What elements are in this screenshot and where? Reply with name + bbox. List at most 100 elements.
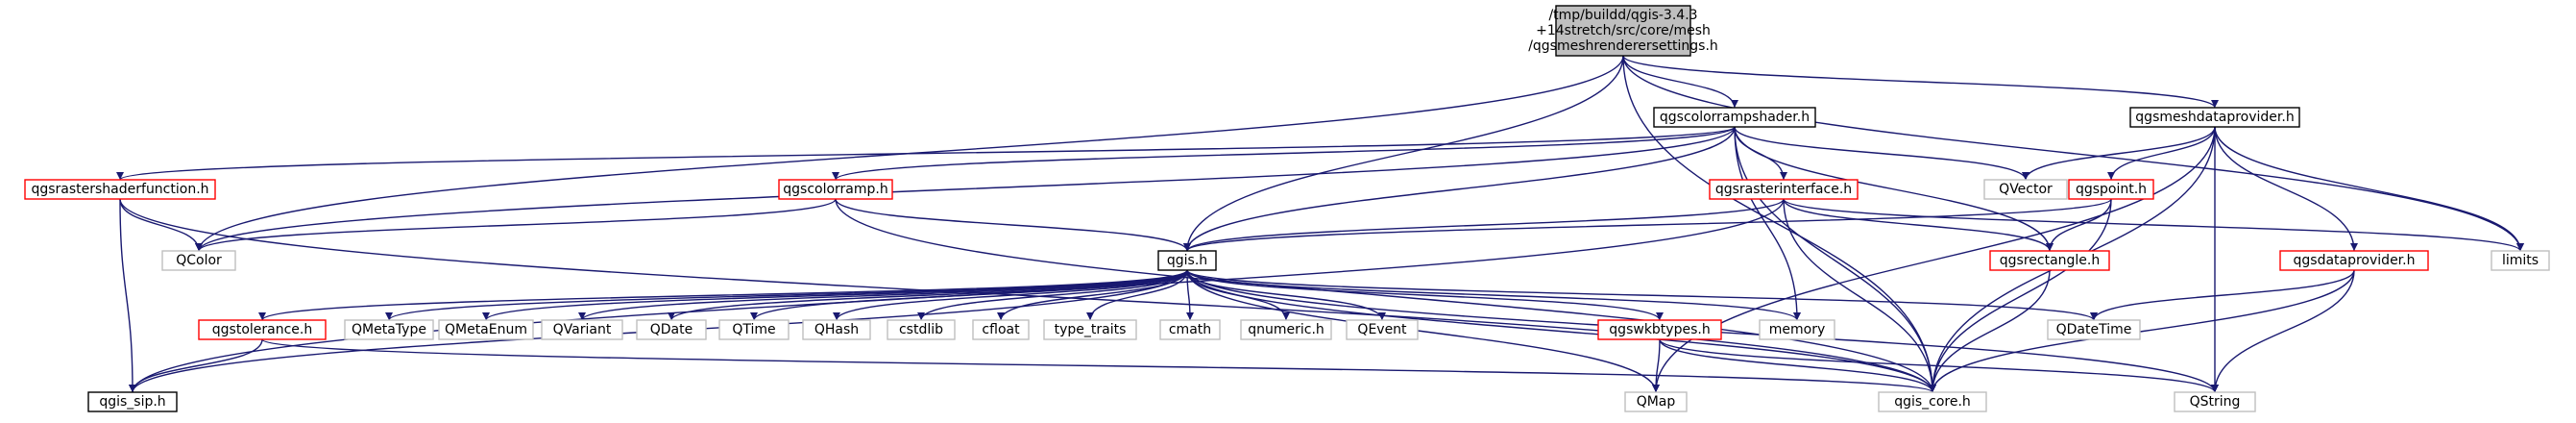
edge-qgsrastershaderfunction-to-qgis_sip	[119, 198, 136, 393]
node-qhash: QHash	[802, 319, 871, 340]
edge-qgsmeshdataprovider-to-qgspoint	[2107, 126, 2216, 181]
node-label-cmath: cmath	[1169, 322, 1211, 337]
node-qgscolorrampshader[interactable]: qgscolorrampshader.h	[1653, 107, 1816, 128]
node-type_traits: type_traits	[1043, 319, 1137, 340]
node-qgis_sip[interactable]: qgis_sip.h	[87, 391, 178, 412]
node-box-qgspoint	[2068, 179, 2154, 200]
edge-qgis-to-qmetatype	[385, 269, 1188, 321]
node-box-qdatetime	[2047, 319, 2141, 340]
node-box-qvariant	[541, 319, 623, 340]
node-label-type_traits: type_traits	[1055, 322, 1127, 337]
edge-root-to-limits	[1622, 55, 2524, 252]
node-label-qgis_sip: qgis_sip.h	[99, 394, 165, 410]
node-qvariant: QVariant	[541, 319, 623, 340]
node-root[interactable]: /tmp/buildd/qgis-3.4.3+14stretch/src/cor…	[1528, 5, 1718, 57]
edge-qgsrastershaderfunction-to-qcolor	[119, 198, 203, 252]
node-memory: memory	[1759, 319, 1835, 340]
node-qgsdataprovider[interactable]: qgsdataprovider.h	[2279, 250, 2429, 271]
edge-qgscolorrampshader-to-qvector	[1734, 126, 2029, 181]
edge-qgsrastershaderfunction-to-qgis_core	[119, 198, 1936, 393]
node-box-cmath	[1159, 319, 1221, 340]
node-qstring: QString	[2174, 391, 2256, 412]
edge-qgspoint-to-qgis_core	[1929, 198, 2112, 393]
node-label-cstdlib: cstdlib	[899, 322, 943, 337]
node-box-qgswkbtypes	[1597, 319, 1722, 340]
edge-qgscolorramp-to-qgis_core	[835, 198, 1936, 393]
node-box-qgis_sip	[87, 391, 178, 412]
node-box-qnumeric	[1240, 319, 1332, 340]
node-box-limits	[2491, 250, 2550, 271]
node-box-qgis_core	[1878, 391, 1987, 412]
node-label-memory: memory	[1769, 322, 1826, 337]
edge-qgis-to-qgswkbtypes	[1186, 269, 1664, 321]
node-label-qgsrectangle: qgsrectangle.h	[2000, 253, 2100, 268]
edge-qgis-to-memory	[1186, 269, 1801, 321]
node-box-qdate	[636, 319, 707, 340]
node-qgis[interactable]: qgis.h	[1157, 250, 1217, 271]
edge-qgsmeshdataprovider-to-qvector	[2022, 126, 2216, 181]
edge-qgsrasterinterface-to-qgis_core	[1783, 198, 1936, 393]
node-label-qvariant: QVariant	[553, 322, 612, 337]
node-label-qnumeric: qnumeric.h	[1248, 322, 1324, 337]
edge-qgstolerance-to-qgis_core	[261, 338, 1936, 393]
node-label-qtime: QTime	[732, 322, 775, 337]
node-qgstolerance[interactable]: qgstolerance.h	[198, 319, 327, 340]
edge-qgsrasterinterface-to-limits	[1783, 198, 2524, 252]
node-box-qmetatype	[344, 319, 434, 340]
node-label-qmetatype: QMetaType	[352, 322, 426, 337]
node-qcolor: QColor	[161, 250, 236, 271]
node-qgspoint[interactable]: qgspoint.h	[2068, 179, 2154, 200]
edge-qgscolorrampshader-to-qgis_core	[1734, 126, 1936, 393]
edge-qgspoint-to-qgis	[1183, 198, 2112, 252]
node-qgscolorramp[interactable]: qgscolorramp.h	[778, 179, 893, 200]
edge-qgsdataprovider-to-qdatetime	[2090, 269, 2355, 321]
edge-qgis-to-cstdlib	[917, 269, 1188, 321]
node-cfloat: cfloat	[972, 319, 1030, 340]
edge-qgis-to-qgis_core	[1186, 269, 1936, 393]
edge-root-to-qgsmeshdataprovider	[1622, 55, 2219, 109]
node-qgsrastershaderfunction[interactable]: qgsrastershaderfunction.h	[24, 179, 216, 200]
node-label-root: /tmp/buildd/qgis-3.4.3	[1548, 8, 1697, 23]
edge-qgscolorrampshader-to-qgsrectangle	[1734, 126, 2054, 252]
edge-qgsdataprovider-to-qstring	[2211, 269, 2355, 393]
edge-qgsrasterinterface-to-qgsrectangle	[1783, 198, 2054, 252]
node-qgsrectangle[interactable]: qgsrectangle.h	[1989, 250, 2110, 271]
edge-qgis-to-qmap	[1186, 269, 1660, 393]
edge-qgsmeshdataprovider-to-limits	[2214, 126, 2524, 252]
node-qdatetime: QDateTime	[2047, 319, 2141, 340]
node-label-root: +14stretch/src/core/mesh	[1536, 23, 1711, 38]
node-qmap: QMap	[1624, 391, 1688, 412]
node-cmath: cmath	[1159, 319, 1221, 340]
edge-qgsmeshdataprovider-to-qgsdataprovider	[2214, 126, 2358, 252]
node-label-qgspoint: qgspoint.h	[2076, 182, 2147, 197]
edge-qgscolorrampshader-to-qgscolorramp	[832, 126, 1736, 181]
node-box-cstdlib	[887, 319, 956, 340]
node-label-qgsmeshdataprovider: qgsmeshdataprovider.h	[2135, 110, 2294, 125]
edge-qgis-to-type_traits	[1086, 269, 1188, 321]
edge-qgsrasterinterface-to-qgis	[1183, 198, 1785, 252]
node-qgsrasterinterface[interactable]: qgsrasterinterface.h	[1709, 179, 1859, 200]
node-label-qevent: QEvent	[1357, 322, 1407, 337]
edge-qgscolorramp-to-qcolor	[195, 198, 837, 252]
node-box-root	[1555, 5, 1691, 57]
node-box-qhash	[802, 319, 871, 340]
node-label-qgis_core: qgis_core.h	[1894, 394, 1971, 410]
edge-qgswkbtypes-to-qmap	[1652, 338, 1661, 393]
node-box-qgsdataprovider	[2279, 250, 2429, 271]
edge-root-to-qgscolorrampshader	[1622, 55, 1738, 109]
node-qdate: QDate	[636, 319, 707, 340]
node-box-qgsrectangle	[1989, 250, 2110, 271]
node-box-cfloat	[972, 319, 1030, 340]
edge-qgsmeshdataprovider-to-qmap	[1652, 126, 2216, 393]
node-qgsmeshdataprovider[interactable]: qgsmeshdataprovider.h	[2129, 107, 2300, 128]
node-box-qtime	[718, 319, 790, 340]
node-box-qgstolerance	[198, 319, 327, 340]
node-qgswkbtypes[interactable]: qgswkbtypes.h	[1597, 319, 1722, 340]
node-box-qmetaenum	[438, 319, 534, 340]
node-box-qevent	[1346, 319, 1419, 340]
edge-qgis-to-qdate	[668, 269, 1188, 321]
node-box-qgsmeshdataprovider	[2129, 107, 2300, 128]
edge-qgstolerance-to-qgis_sip	[129, 338, 263, 393]
node-qgis_core: qgis_core.h	[1878, 391, 1987, 412]
node-qmetaenum: QMetaEnum	[438, 319, 534, 340]
